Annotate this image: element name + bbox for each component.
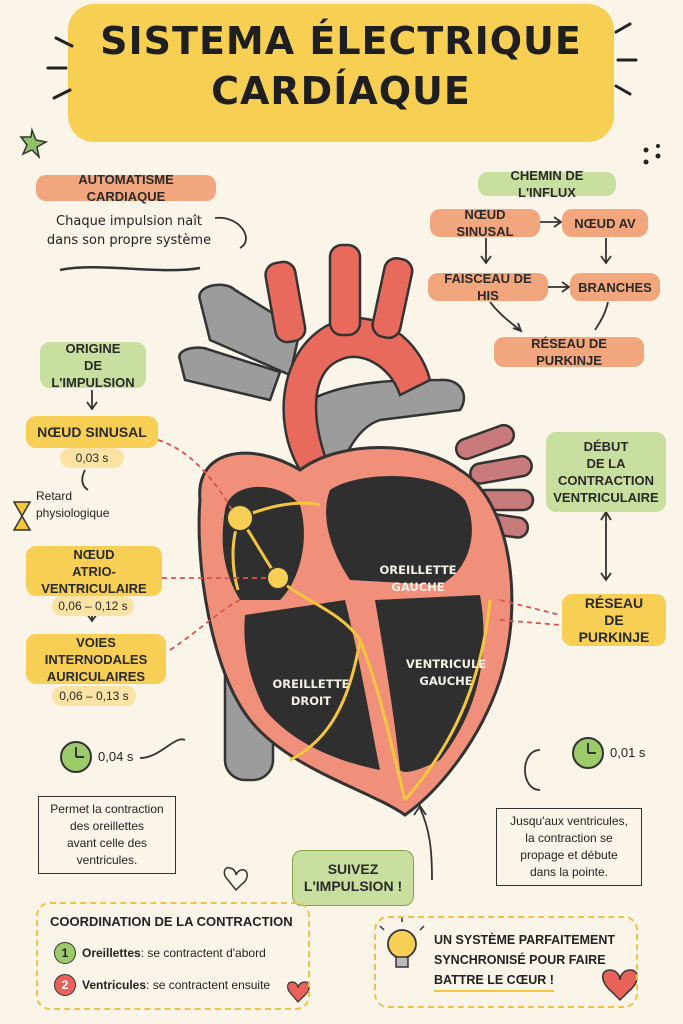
number-badge: 2 xyxy=(54,974,76,996)
coordination-box xyxy=(36,902,310,1010)
chemin-faisceau: FAISCEAU DE HIS xyxy=(428,271,548,303)
synchro-text: UN SYSTÈME PARFAITEMENT SYNCHRONISÉ POUR… xyxy=(434,930,615,992)
chemin-label: CHEMIN DE L'INFLUX xyxy=(478,168,616,200)
info-box-left: Permet la contraction des oreillettes av… xyxy=(38,796,176,874)
label-ventricule-gauche: VENTRICULE GAUCHE xyxy=(405,657,487,688)
chemin-noeud-sinusal: NŒUD SINUSAL xyxy=(430,207,540,239)
sinus-node-icon xyxy=(226,504,254,532)
label-oreillette-gauche: OREILLETTE GAUCHE xyxy=(379,563,457,594)
chemin-branches: BRANCHES xyxy=(570,273,660,301)
flow-arrows xyxy=(59,217,612,881)
coordination-item-2: 2 Ventricules : se contractent ensuite xyxy=(54,974,270,996)
av-node-icon xyxy=(266,566,290,590)
synchro-box xyxy=(374,916,638,1008)
retard-text: Retard physiologique xyxy=(36,489,110,520)
debut-contraction-label: DÉBUT DE LA CONTRACTION VENTRICULAIRE xyxy=(546,432,666,512)
timer-right-icon xyxy=(572,737,604,769)
chemin-purkinje: RÉSEAU DE PURKINJE xyxy=(494,336,644,368)
voies-time: 0,06 – 0,13 s xyxy=(52,686,136,706)
automatisme-label: AUTOMATISME CARDIAQUE xyxy=(36,172,216,204)
title-banner xyxy=(68,4,614,142)
timer-left-icon xyxy=(60,741,92,773)
timer-left-value: 0,04 s xyxy=(98,749,134,764)
hourglass-icon xyxy=(12,501,32,531)
origine-label: ORIGINE DE L'IMPULSION xyxy=(40,341,146,390)
suivez-label: SUIVEZ L'IMPULSION ! xyxy=(292,850,414,906)
timer-right-value: 0,01 s xyxy=(610,745,646,760)
noeud-av-time: 0,06 – 0,12 s xyxy=(52,596,134,616)
reseau-purkinje-label: RÉSEAU DE PURKINJE xyxy=(562,594,666,646)
label-oreillette-droit: OREILLETTE DROIT xyxy=(272,677,350,708)
connector-lines xyxy=(157,439,561,651)
left-atrium-chamber xyxy=(326,476,472,585)
info-box-right: Jusqu'aux ventricules, la contraction se… xyxy=(496,808,642,886)
page-title: SISTEMA ÉLECTRIQUE CARDÍAQUE xyxy=(100,19,582,113)
title-sparks xyxy=(46,22,638,100)
chemin-noeud-av: NŒUD AV xyxy=(562,209,648,237)
noeud-sinusal-label: NŒUD SINUSAL xyxy=(26,416,158,448)
dots-decoration xyxy=(643,144,661,165)
chemin-arrows xyxy=(480,216,612,333)
outline-heart-icon xyxy=(223,866,248,892)
right-ventricle-chamber xyxy=(244,600,380,770)
noeud-av-label: NŒUD ATRIO-VENTRICULAIRE xyxy=(26,546,162,596)
coordination-title: COORDINATION DE LA CONTRACTION xyxy=(50,914,293,929)
aorta-icon xyxy=(264,243,432,472)
voies-label: VOIES INTERNODALES AURICULAIRES xyxy=(26,634,166,684)
left-ventricle-chamber xyxy=(375,595,484,772)
noeud-sinusal-time: 0,03 s xyxy=(60,448,124,468)
star-icon xyxy=(19,127,49,160)
coordination-item-1: 1 Oreillettes : se contractent d'abord xyxy=(54,942,266,964)
automatisme-text: Chaque impulsion naît dans son propre sy… xyxy=(46,214,212,248)
number-badge: 1 xyxy=(54,942,76,964)
